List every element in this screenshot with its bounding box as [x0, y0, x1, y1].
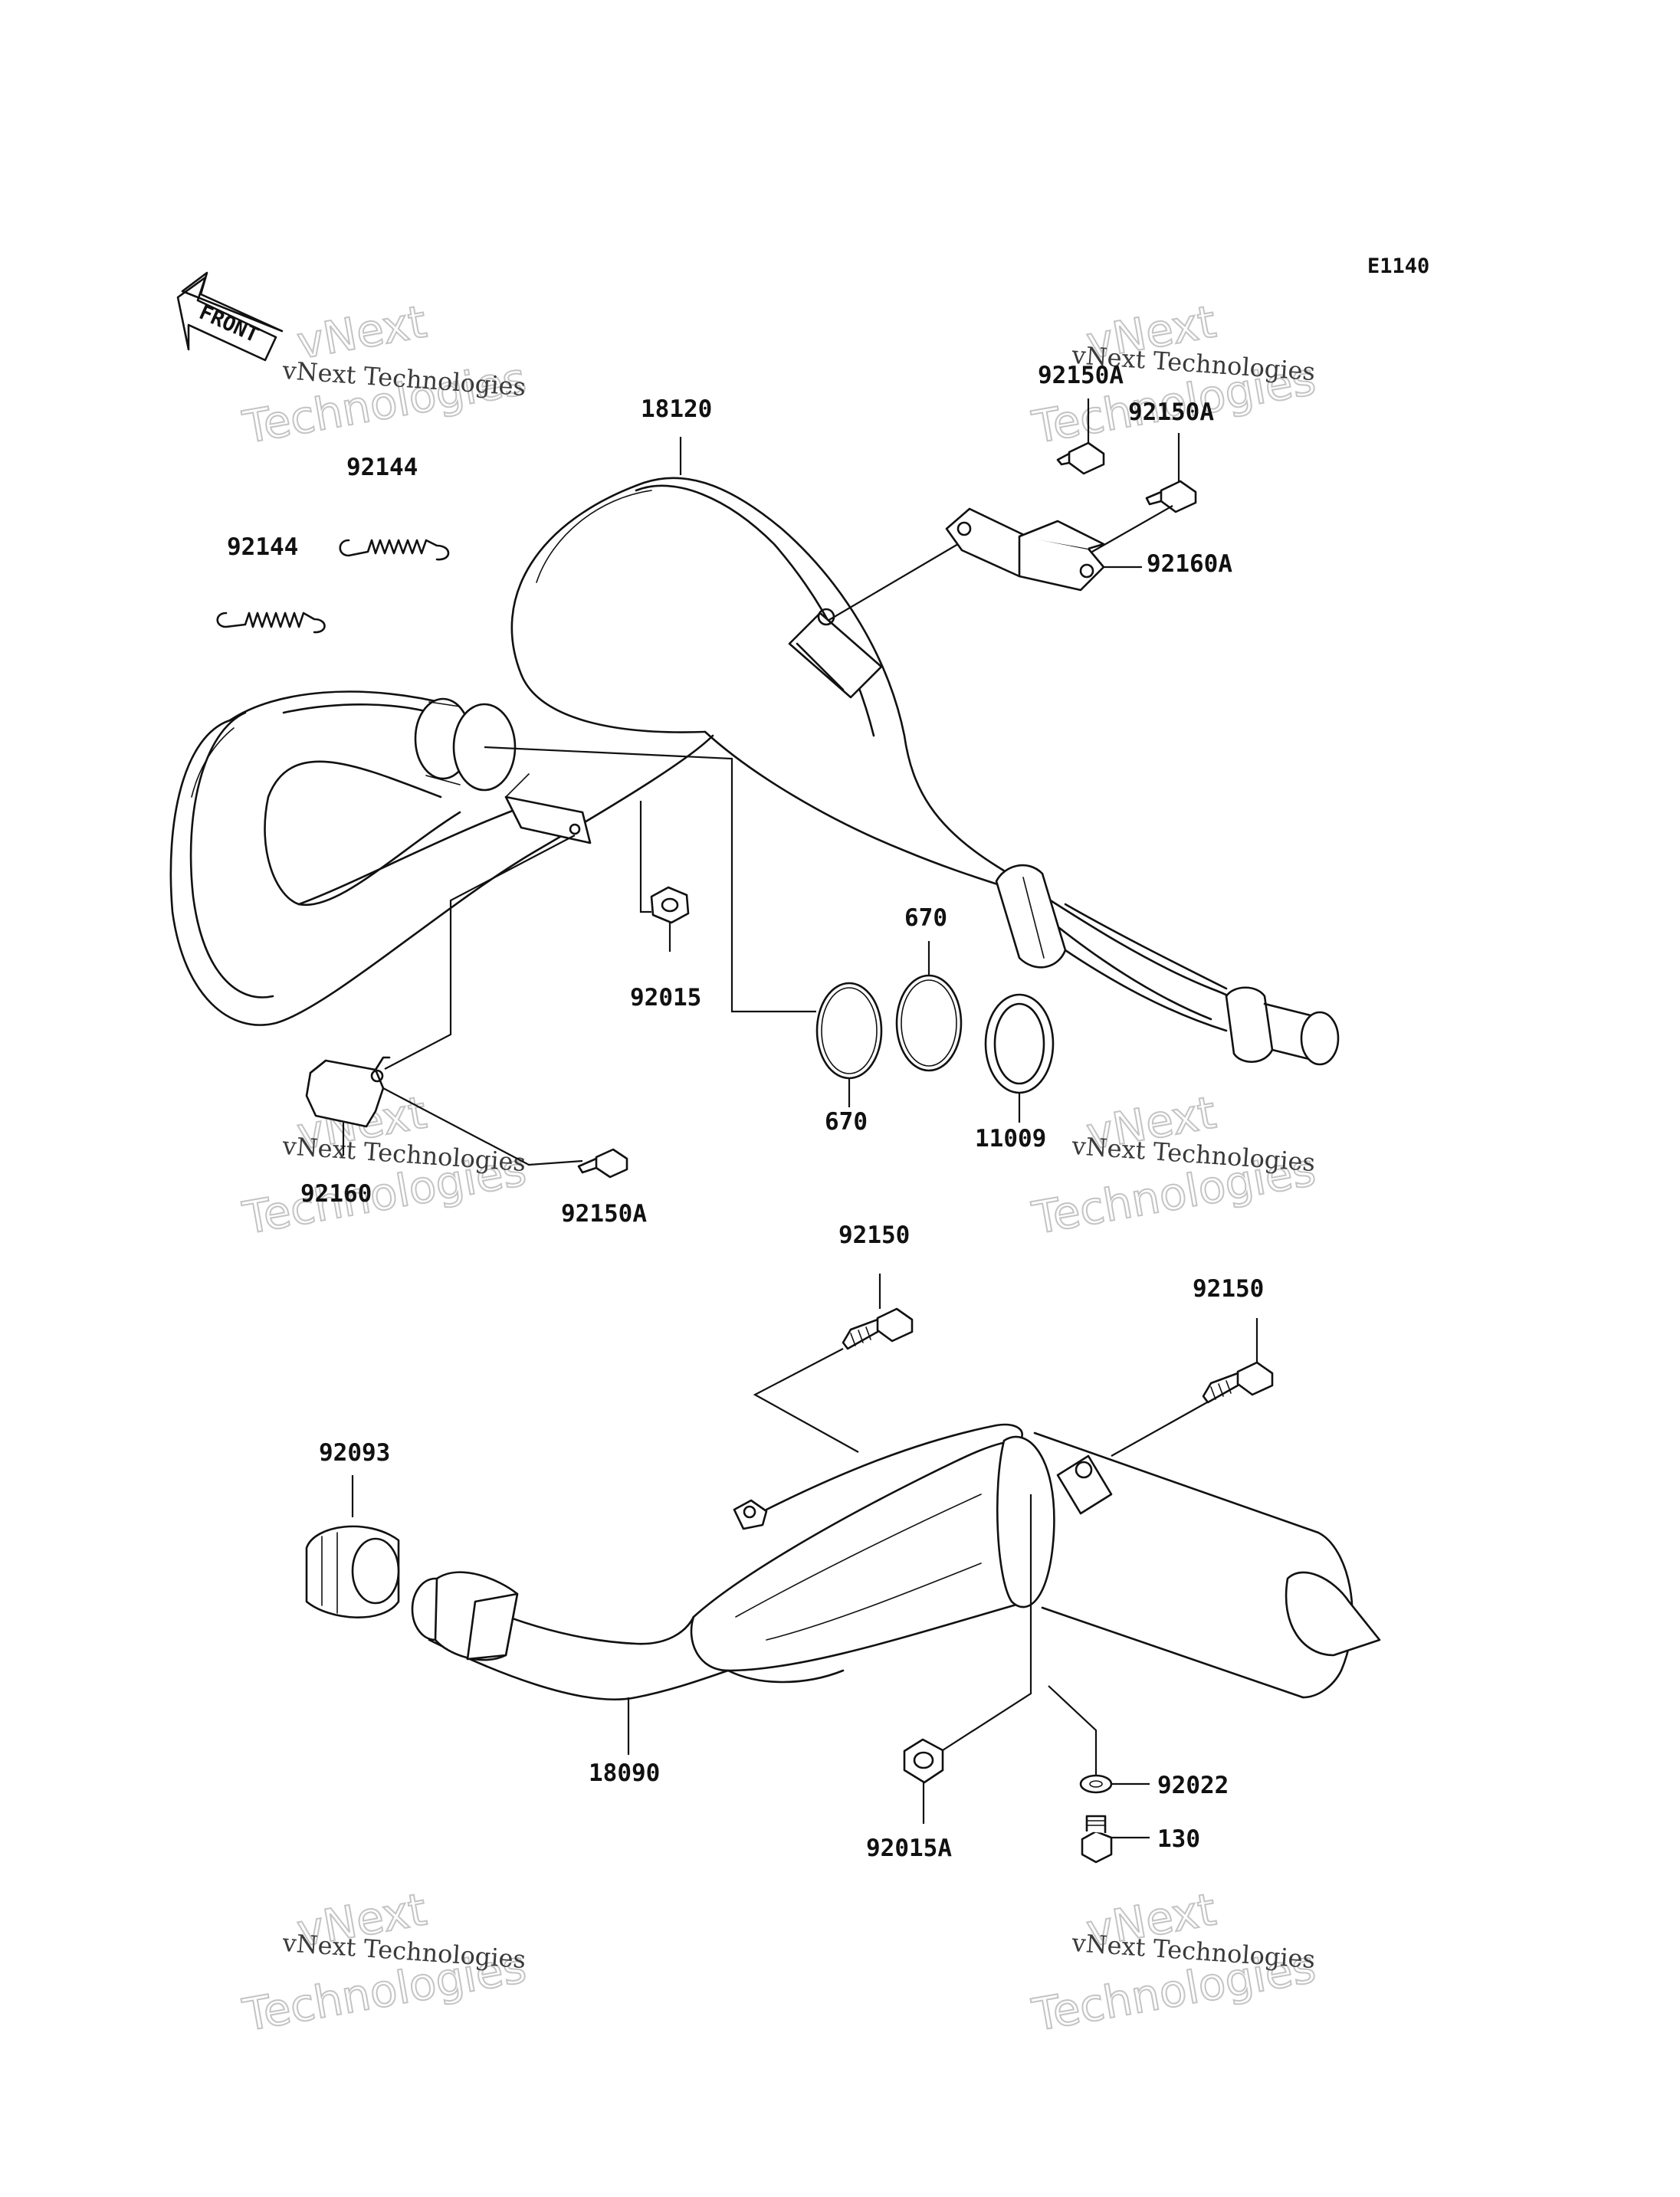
watermark-top-left: vNext Technologies vNext Technologies	[238, 294, 531, 454]
o-ring-670-b	[895, 974, 963, 1072]
gasket-11009	[984, 993, 1055, 1094]
expansion-chamber-18120	[169, 477, 1340, 1066]
label-670-lower: 670	[825, 1108, 868, 1136]
leader-lines	[342, 398, 1258, 1839]
bolt-92150-upper	[842, 1307, 914, 1350]
label-670-upper: 670	[904, 904, 947, 932]
label-92150-right: 92150	[1193, 1275, 1264, 1303]
watermark-mid-right: vNext Technologies vNext Technologies	[1028, 1085, 1321, 1245]
watermark-bottom-right: vNext Technologies vNext Technologies	[1028, 1882, 1321, 2042]
label-92150A-lower: 92150A	[561, 1200, 647, 1228]
sleeve-92093	[305, 1525, 400, 1618]
label-92015: 92015	[630, 984, 701, 1012]
label-18090: 18090	[589, 1759, 660, 1787]
spring-92144-upper	[339, 539, 450, 561]
label-92150-upper: 92150	[838, 1221, 910, 1249]
bracket-92160	[305, 1056, 391, 1128]
front-arrow-icon: FRONT	[176, 271, 284, 362]
silencer-18090	[411, 1423, 1381, 1700]
label-11009: 11009	[975, 1125, 1046, 1153]
label-92160A: 92160A	[1147, 550, 1232, 578]
label-130: 130	[1157, 1825, 1200, 1853]
bracket-92160A	[945, 507, 1105, 592]
washer-92022	[1079, 1774, 1113, 1794]
label-92160: 92160	[300, 1180, 372, 1208]
diagram-code: E1140	[1367, 254, 1429, 278]
bolt-92150A-top-b	[1145, 480, 1197, 513]
o-ring-670-a	[815, 982, 883, 1080]
watermark-mid-left: vNext Technologies vNext Technologies	[238, 1085, 531, 1245]
nut-92015	[650, 886, 690, 924]
label-18120: 18120	[641, 395, 712, 423]
watermark-bottom-left: vNext Technologies vNext Technologies	[238, 1882, 531, 2042]
nut-92015A	[903, 1738, 944, 1784]
label-92022: 92022	[1157, 1772, 1229, 1799]
bolt-130	[1081, 1815, 1113, 1864]
label-92093: 92093	[319, 1439, 390, 1467]
bolt-92150A-lower	[577, 1148, 628, 1179]
label-92144-lower: 92144	[227, 533, 298, 561]
label-92144-upper: 92144	[346, 454, 418, 481]
label-92150A-top-a: 92150A	[1038, 362, 1124, 389]
label-92150A-top-b: 92150A	[1128, 398, 1214, 426]
spring-92144-lower	[216, 612, 326, 634]
bolt-92150-right	[1202, 1361, 1274, 1404]
label-92015A: 92015A	[866, 1835, 952, 1862]
